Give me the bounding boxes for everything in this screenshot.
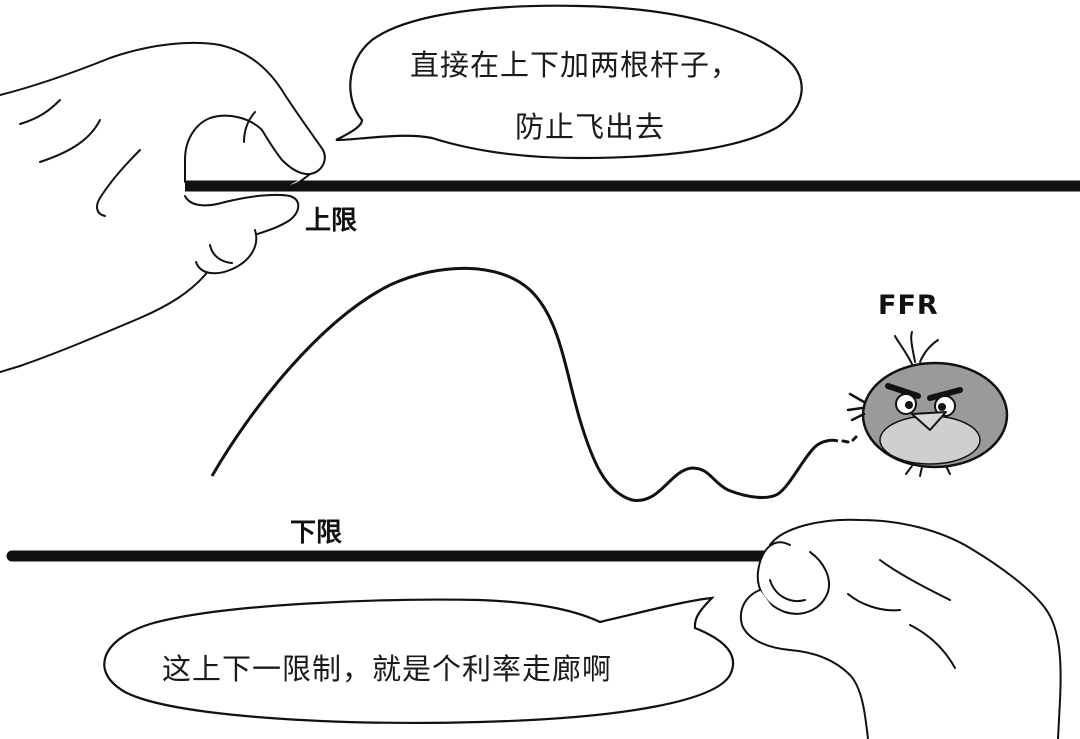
bubble-top-line1: 直接在上下加两根杆子， bbox=[410, 48, 741, 82]
upper-limit-label: 上限 bbox=[305, 206, 358, 236]
upper-hand-illustration bbox=[0, 41, 326, 373]
lower-limit-label: 下限 bbox=[290, 518, 343, 548]
lower-hand-illustration bbox=[740, 518, 1062, 739]
ffr-bird-icon bbox=[846, 331, 1009, 477]
speech-bubble-top bbox=[335, 4, 803, 160]
rate-line bbox=[210, 266, 839, 502]
bubble-bottom-text: 这上下一限制，就是个利率走廊啊 bbox=[162, 652, 613, 686]
bubble-top-line2: 防止飞出去 bbox=[515, 110, 666, 144]
ffr-label: FFR bbox=[878, 290, 939, 321]
rate-line-tail bbox=[841, 435, 858, 444]
speech-bubble-bottom bbox=[103, 596, 735, 724]
